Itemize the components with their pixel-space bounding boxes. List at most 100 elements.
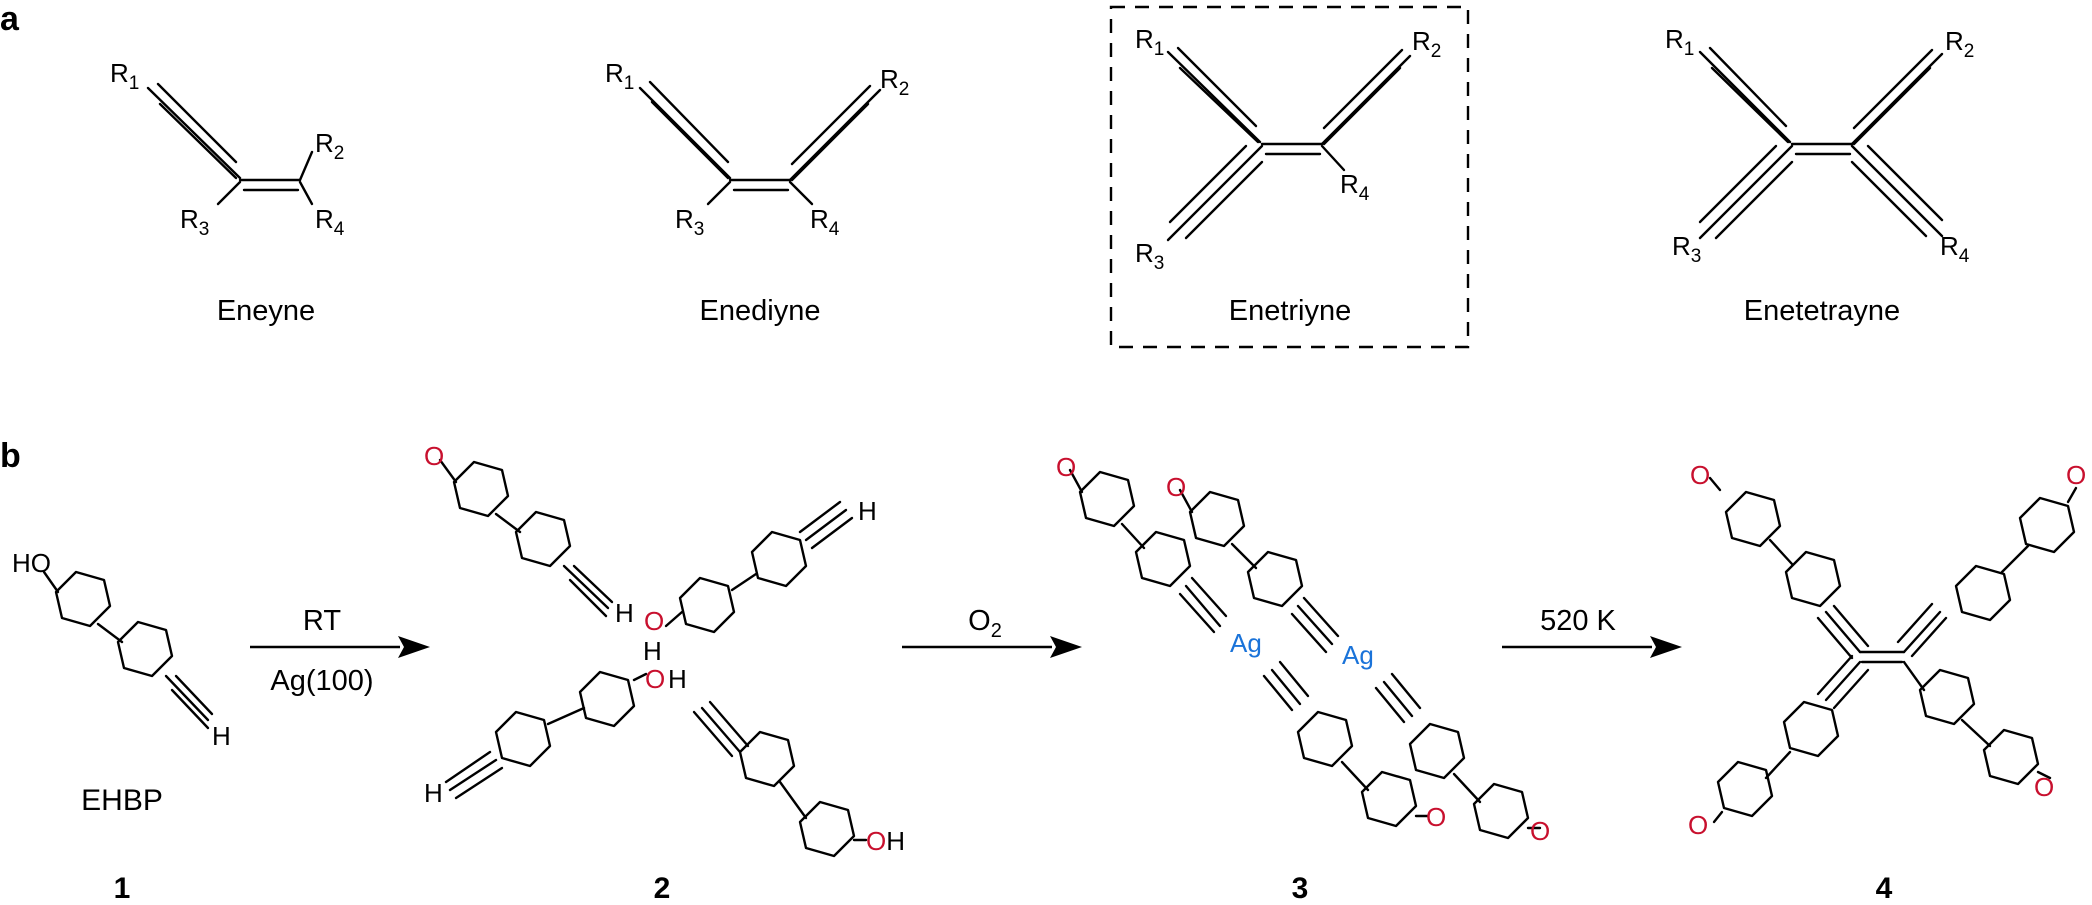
reaction-arrowhead-2 — [1050, 636, 1082, 658]
subst-r1: R — [1665, 24, 1684, 54]
subst-index: 2 — [334, 143, 345, 164]
enetetrayne-name: Enetetrayne — [1744, 295, 1900, 327]
svg-text:R2: R2 — [880, 64, 909, 100]
enediyne-structure: R1 R2 R3 R4 — [605, 58, 909, 240]
assembly2-oh-h: H — [886, 826, 905, 856]
ehbp-hydroxyl: HO — [12, 548, 51, 578]
product-o-3: O — [1688, 810, 1708, 840]
product-o-1: O — [1690, 460, 1710, 490]
svg-text:R4: R4 — [1340, 169, 1370, 205]
compound-number-3: 3 — [1292, 872, 1309, 905]
panel-label-b: b — [0, 437, 21, 475]
assembly2-h-4: H — [424, 778, 443, 808]
assembly2-o-3: O — [645, 664, 665, 694]
assembly2-o-1: O — [424, 441, 444, 471]
condition-o2-o: O — [968, 605, 991, 637]
svg-text:R4: R4 — [315, 204, 345, 240]
subst-r3: R — [180, 204, 199, 234]
subst-index: 4 — [1359, 184, 1370, 205]
condition-rt: RT — [303, 605, 341, 637]
organometallic-3: O Ag O O Ag O — [1056, 452, 1550, 846]
subst-index: 1 — [1684, 39, 1695, 60]
subst-index: 3 — [694, 219, 705, 240]
subst-r3: R — [1135, 238, 1154, 268]
subst-index: 2 — [1964, 41, 1975, 62]
enetetrayne-structure: R1 R2 R3 R4 — [1665, 24, 1974, 267]
subst-r3: R — [675, 204, 694, 234]
svg-text:R4: R4 — [1940, 231, 1970, 267]
subst-r1: R — [110, 58, 129, 88]
svg-text:R3: R3 — [675, 204, 704, 240]
subst-index: 1 — [129, 73, 140, 94]
assembly2-o-2: O — [644, 606, 664, 636]
svg-text:R2: R2 — [1945, 26, 1974, 62]
subst-r2: R — [1412, 26, 1431, 56]
subst-r4: R — [1940, 231, 1959, 261]
svg-text:R2: R2 — [1412, 26, 1441, 62]
panel-label-a: a — [0, 0, 20, 38]
subst-r1: R — [1135, 24, 1154, 54]
assembly2-oh: OH — [866, 826, 905, 856]
subst-r2: R — [315, 128, 334, 158]
compound-number-1: 1 — [114, 872, 131, 905]
svg-text:R1: R1 — [110, 58, 139, 94]
silver-atom-1: Ag — [1230, 628, 1262, 658]
enetriyne-name: Enetriyne — [1229, 295, 1352, 327]
assembly2-h-5: H — [668, 664, 687, 694]
subst-index: 3 — [1691, 246, 1702, 267]
reaction-arrowhead-1 — [398, 636, 430, 658]
organometallic-o-3: O — [1166, 472, 1186, 502]
svg-text:R1: R1 — [605, 58, 634, 94]
subst-r2: R — [1945, 26, 1964, 56]
subst-index: 3 — [1154, 253, 1165, 274]
subst-r4: R — [1340, 169, 1359, 199]
assembly-2: O H O H H O H H OH — [424, 441, 905, 858]
subst-r4: R — [315, 204, 334, 234]
product-4: O O O O — [1688, 460, 2086, 840]
subst-index: 1 — [1154, 39, 1165, 60]
reaction-arrowhead-3 — [1650, 636, 1682, 658]
condition-ag100: Ag(100) — [270, 665, 373, 697]
subst-r3: R — [1672, 231, 1691, 261]
assembly2-oh-o: O — [866, 826, 886, 856]
product-o-4: O — [2034, 772, 2054, 802]
subst-index: 4 — [334, 219, 345, 240]
subst-index: 4 — [829, 219, 840, 240]
eneyne-name: Eneyne — [217, 295, 315, 327]
compound-number-2: 2 — [654, 872, 671, 905]
svg-text:R4: R4 — [810, 204, 840, 240]
compound-number-4: 4 — [1876, 872, 1893, 905]
subst-index: 3 — [199, 219, 210, 240]
enetriyne-structure: R1 R2 R3 R4 — [1135, 24, 1441, 274]
ehbp-molecule: HO H — [12, 548, 231, 751]
ehbp-label: EHBP — [81, 784, 163, 817]
condition-o2-sub: 2 — [991, 620, 1002, 642]
subst-index: 2 — [899, 79, 910, 100]
svg-text:R3: R3 — [180, 204, 209, 240]
subst-index: 4 — [1959, 246, 1970, 267]
ehbp-terminal-h: H — [212, 721, 231, 751]
highlight-box — [1109, 5, 1470, 349]
silver-atom-2: Ag — [1342, 640, 1374, 670]
subst-r1: R — [605, 58, 624, 88]
organometallic-o-4: O — [1530, 816, 1550, 846]
svg-text:R3: R3 — [1135, 238, 1164, 274]
subst-r4: R — [810, 204, 829, 234]
svg-text:R1: R1 — [1665, 24, 1694, 60]
assembly2-h-2: H — [858, 496, 877, 526]
enediyne-name: Enediyne — [700, 295, 821, 327]
subst-index: 1 — [624, 73, 635, 94]
product-o-2: O — [2066, 460, 2086, 490]
organometallic-o-2: O — [1426, 802, 1446, 832]
svg-text:R1: R1 — [1135, 24, 1164, 60]
assembly2-h-1: H — [615, 598, 634, 628]
svg-text:R3: R3 — [1672, 231, 1701, 267]
subst-r2: R — [880, 64, 899, 94]
svg-text:R2: R2 — [315, 128, 344, 164]
condition-520k: 520 K — [1540, 605, 1616, 637]
assembly2-h-3: H — [643, 636, 662, 666]
subst-index: 2 — [1431, 41, 1442, 62]
condition-o2: O2 — [968, 605, 1002, 642]
eneyne-structure: R1 R2 R3 R4 — [110, 58, 345, 240]
